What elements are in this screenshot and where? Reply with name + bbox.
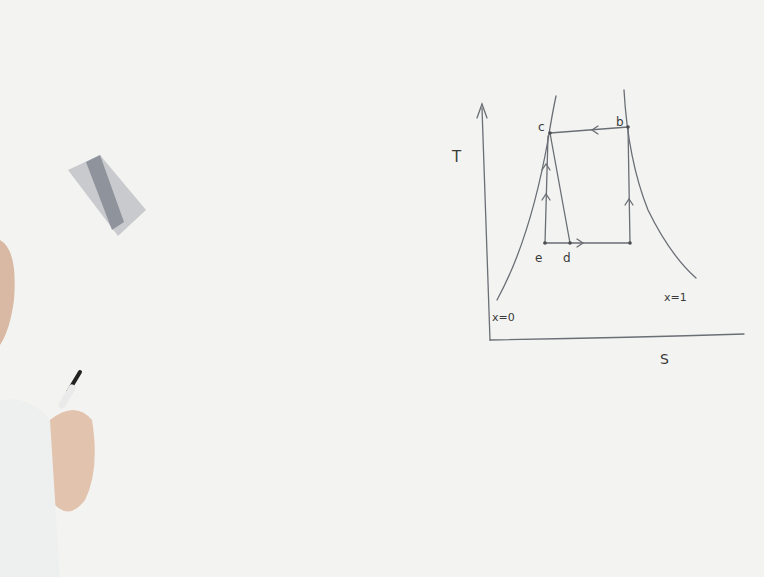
state-point-label: b bbox=[616, 116, 624, 128]
eraser bbox=[68, 155, 146, 236]
axis-label: T bbox=[452, 150, 461, 165]
quality-label: x=0 bbox=[492, 312, 515, 323]
state-point-label: d bbox=[563, 252, 571, 264]
state-point-label: e bbox=[535, 252, 542, 264]
quality-label: x=1 bbox=[664, 292, 687, 303]
hand bbox=[0, 240, 95, 577]
axis-label: S bbox=[660, 352, 669, 366]
state-point-label: c bbox=[538, 121, 545, 133]
